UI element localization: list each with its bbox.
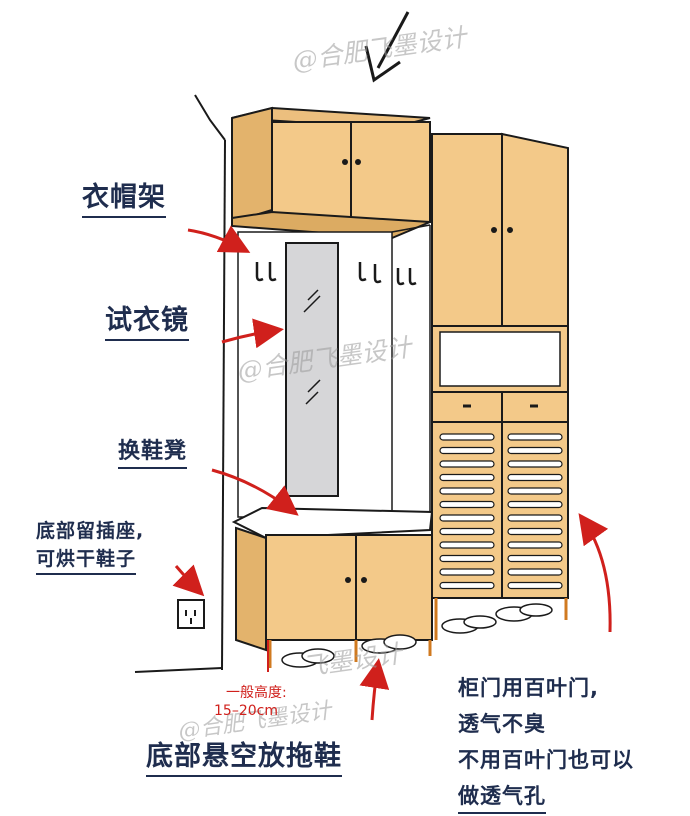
louver-slat [507, 514, 563, 522]
wall-line [194, 94, 226, 141]
arrow-bottom [359, 658, 390, 721]
louver-slat [507, 446, 563, 455]
label-shoe-bench: 换鞋凳 [118, 433, 188, 469]
fitting-mirror [285, 242, 339, 497]
wall-corner-line [221, 139, 226, 671]
louver-slat [439, 581, 495, 590]
note-line-1: 柜门用百叶门, [458, 676, 599, 700]
height-note-line2: 15–20cm [214, 703, 278, 719]
label-socket-line2: 可烘干鞋子 [36, 544, 137, 575]
slippers [281, 634, 417, 668]
louver-slat [507, 568, 563, 576]
note-line-4: 做透气孔 [458, 780, 546, 814]
arrow-socket [172, 564, 205, 597]
louver-slat [507, 500, 563, 509]
shoes-under-cabinet [441, 603, 553, 634]
louver-slat [507, 433, 563, 441]
label-socket-line1: 底部留插座, [36, 520, 145, 542]
louver-slat [439, 487, 495, 495]
louver-slat [439, 460, 495, 468]
shoe-bench-side [235, 526, 267, 652]
louver-slat [507, 487, 563, 495]
louver-slat [439, 433, 495, 441]
louver-slat [507, 554, 563, 563]
arrow-bench [211, 468, 299, 516]
height-note-line1: 一般高度: [226, 685, 287, 701]
louver-slat [507, 473, 563, 482]
upper-cabinet-knob [342, 159, 348, 165]
top-arrow-icon [364, 11, 410, 83]
arrow-louver [578, 513, 612, 633]
shoe-bench-cushion [231, 506, 434, 540]
louver-slat [507, 581, 563, 590]
bottom-caption: 底部悬空放拖鞋 [146, 734, 342, 777]
louver-slat [439, 568, 495, 576]
upper-cabinet-knob [355, 159, 361, 165]
arrow-coat-rack [187, 225, 251, 253]
louver-slats [439, 433, 563, 590]
coat-hooks [255, 262, 417, 286]
louver-slat [439, 514, 495, 522]
louver-slat [439, 527, 495, 536]
arrow-mirror [221, 318, 284, 349]
louver-slat [439, 473, 495, 482]
louver-slat [439, 541, 495, 549]
tall-cabinet-upper-left [431, 133, 503, 327]
shoe-bench-front [265, 534, 433, 641]
louver-slat [507, 541, 563, 549]
note-line-3: 不用百叶门也可以 [458, 748, 634, 772]
louver-slat [439, 446, 495, 455]
louver-slat [507, 527, 563, 536]
louver-slat [439, 554, 495, 563]
louver-slat [439, 500, 495, 509]
red-arrows [172, 225, 612, 721]
upper-cabinet-side [231, 106, 273, 224]
note-line-2: 透气不臭 [458, 712, 546, 736]
floor-line [134, 667, 223, 673]
label-coat-rack: 衣帽架 [82, 175, 166, 218]
label-fitting-mirror: 试衣镜 [105, 298, 189, 341]
louver-slat [507, 460, 563, 468]
